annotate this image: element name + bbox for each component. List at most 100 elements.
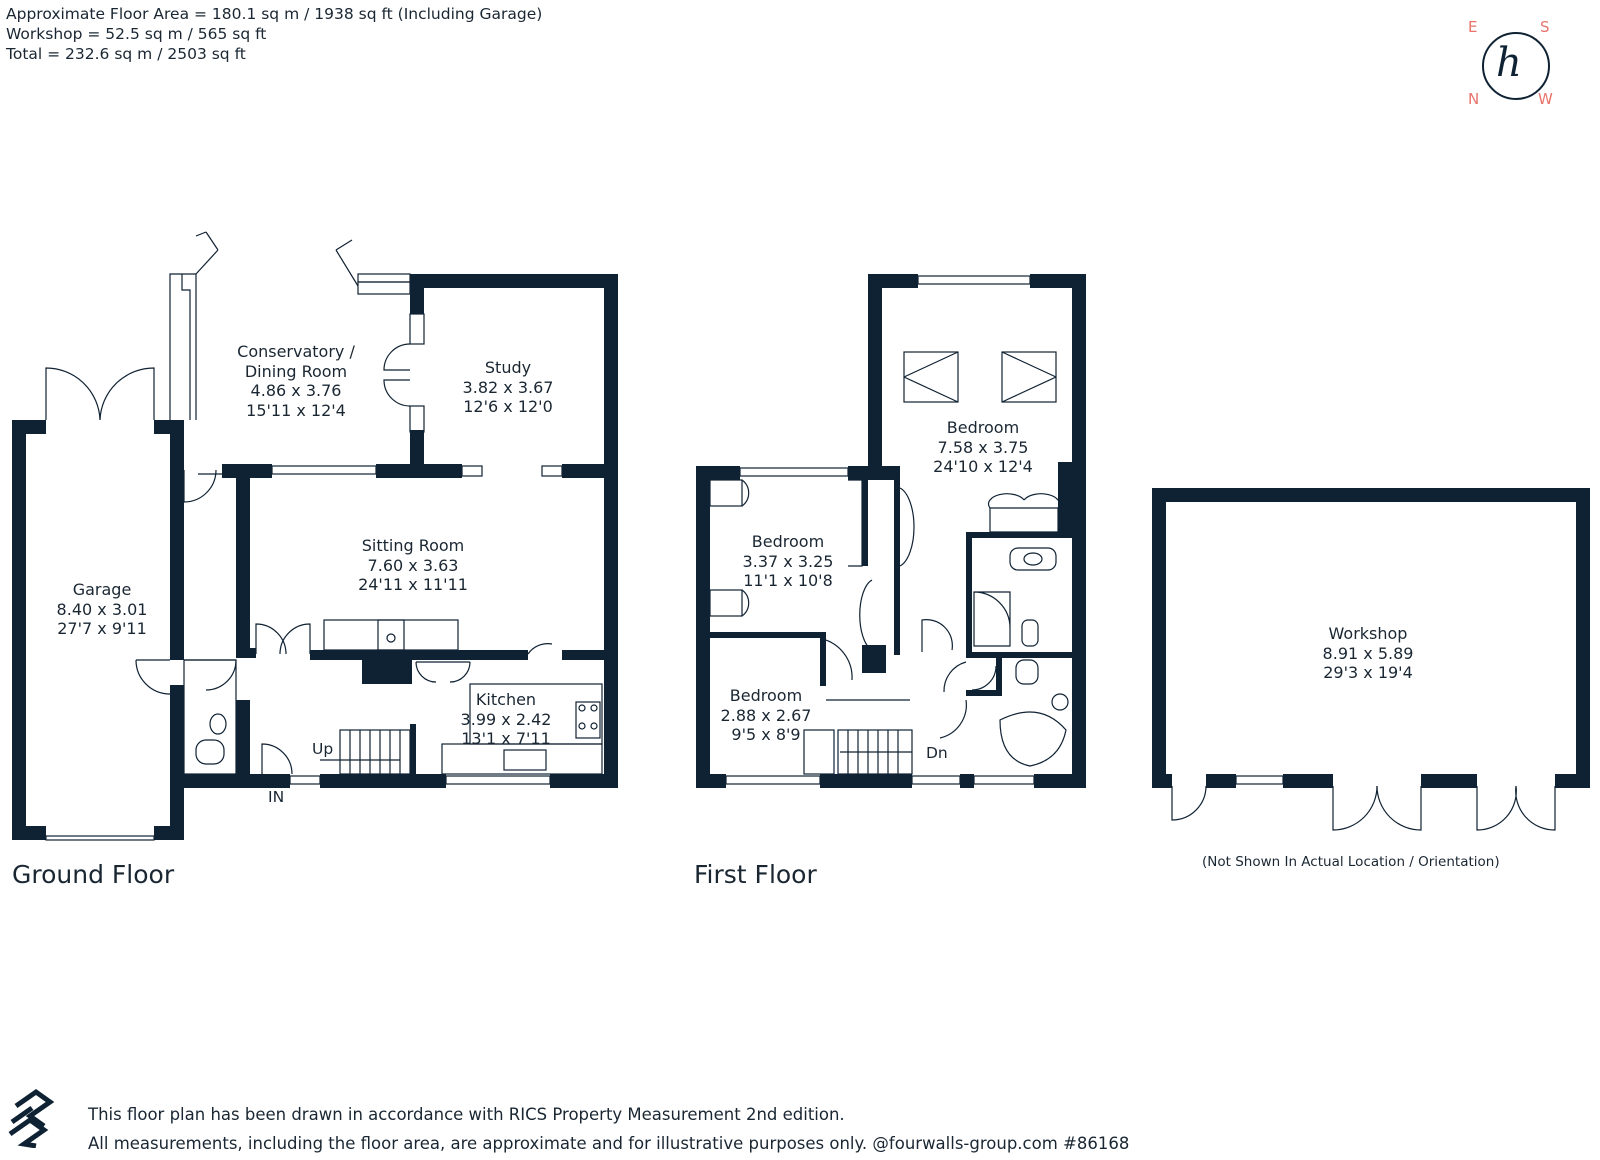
footer-line-1: This floor plan has been drawn in accord… (88, 1105, 845, 1124)
room-metric: 8.91 x 5.89 (1322, 643, 1414, 663)
room-imperial: 27'7 x 9'11 (57, 619, 147, 638)
area-line-workshop: Workshop = 52.5 sq m / 565 sq ft (6, 25, 267, 43)
garage-label: Garage 8.40 x 3.01 27'7 x 9'11 (57, 580, 148, 639)
study-wall-left-top (410, 274, 424, 314)
room-imperial: 24'10 x 12'4 (933, 457, 1033, 476)
sitting-wall-top-right (562, 464, 618, 478)
ff-bed3-wall-top (710, 632, 826, 638)
room-name: Conservatory / (237, 342, 355, 361)
compass-n: N (1468, 90, 1480, 108)
room-name: Bedroom (946, 418, 1020, 437)
garage-wall-bottom-right (154, 826, 184, 840)
workshop-wall-left (1152, 488, 1166, 788)
sitting-wall-bottom-left (236, 648, 256, 658)
first-floor-title: First Floor (694, 860, 817, 889)
ff-ensuite-wall-top (966, 532, 1072, 538)
room-imperial: 11'1 x 10'8 (743, 571, 833, 590)
compass-logo: E S N W h (1468, 18, 1594, 112)
ff-wall-right (1072, 274, 1086, 788)
ff-wall-left (696, 466, 710, 788)
room-name: Bedroom (751, 532, 825, 551)
stairs-up-label: Up (312, 740, 334, 758)
room-imperial: 29'3 x 19'4 (1323, 663, 1413, 682)
workshop-wall-right (1576, 488, 1590, 788)
ff-bed1-wall-left (868, 274, 882, 480)
stair-wall (410, 724, 416, 774)
room-name: Garage (72, 580, 132, 599)
garage-wall-right-upper (170, 420, 184, 660)
room-metric: 7.58 x 3.75 (937, 437, 1029, 457)
kitchen-label: Kitchen 3.99 x 2.42 13'1 x 7'11 (461, 690, 552, 749)
compass-s: S (1540, 18, 1550, 36)
footer-line-2: All measurements, including the floor ar… (88, 1134, 1130, 1153)
workshop-wall-bottom-4 (1421, 774, 1477, 788)
room-name: Study (484, 358, 532, 377)
fourwalls-logo-icon (8, 1088, 55, 1148)
room-imperial: 24'11 x 11'11 (358, 575, 468, 594)
kitchen-wall-bottom-right (550, 774, 618, 788)
room-name: Kitchen (475, 690, 537, 709)
entrance-label: IN (268, 788, 285, 806)
ff-ensuite-wall-left (966, 532, 972, 652)
bedroom-3-label: Bedroom 2.88 x 2.67 9'5 x 8'9 (721, 686, 812, 745)
chimney-block (362, 656, 412, 684)
area-line-total-floor: Approximate Floor Area = 180.1 sq m / 19… (6, 5, 543, 23)
workshop-label: Workshop 8.91 x 5.89 29'3 x 19'4 (1323, 624, 1414, 683)
garage-wall-left (12, 420, 26, 840)
compass-e: E (1468, 18, 1478, 36)
workshop-wall-bottom-2 (1206, 774, 1236, 788)
ff-wall-bottom-right (1034, 774, 1086, 788)
sitting-wall-bottom-right (562, 650, 618, 660)
ff-bed1-wall-right-stub (1058, 462, 1072, 536)
room-name: Sitting Room (361, 536, 465, 555)
room-metric: 3.99 x 2.42 (460, 709, 552, 729)
room-metric: 3.82 x 3.67 (462, 377, 554, 397)
room-name: Bedroom (729, 686, 803, 705)
room-imperial: 12'6 x 12'0 (463, 397, 553, 416)
room-metric: 7.60 x 3.63 (367, 555, 459, 575)
sitting-wall-top-mid (376, 464, 462, 478)
ff-bed2-wall-top-right (848, 466, 900, 480)
hall-wall-left (236, 700, 250, 788)
room-metric: 8.40 x 3.01 (56, 599, 148, 619)
room-imperial: 13'1 x 7'11 (461, 729, 551, 748)
conservatory-label: Conservatory / Dining Room 4.86 x 3.76 1… (237, 342, 355, 420)
room-name: Workshop (1328, 624, 1408, 643)
room-imperial: 15'11 x 12'4 (246, 400, 346, 420)
ff-wall-bottom-mid2 (960, 774, 974, 788)
ff-wall-bottom-left (696, 774, 726, 788)
ff-landing-wall (894, 480, 900, 655)
garage-wall-top-left (12, 420, 46, 434)
room-name-2: Dining Room (244, 361, 348, 381)
compass-circle-icon (1482, 32, 1550, 100)
floor-area-summary: Approximate Floor Area = 180.1 sq m / 19… (6, 4, 542, 64)
room-metric: 3.37 x 3.25 (742, 551, 834, 571)
main-bedroom-label: Bedroom 7.58 x 3.75 24'10 x 12'4 (933, 418, 1033, 477)
kitchen-wall-bottom-left (320, 774, 446, 788)
sitting-wall-left (236, 464, 250, 656)
ground-floor-title: Ground Floor (12, 860, 175, 889)
garage-wall-bottom-left (12, 826, 46, 840)
study-label: Study 3.82 x 3.67 12'6 x 12'0 (463, 358, 554, 417)
workshop-wall-bottom-5 (1555, 774, 1590, 788)
stairs-down-label: Dn (926, 744, 948, 762)
house-wall-right (604, 274, 618, 788)
workshop-wall-bottom-3 (1283, 774, 1333, 788)
ff-bath-wall-mid (996, 652, 1002, 696)
footer-disclaimer: This floor plan has been drawn in accord… (88, 1100, 1129, 1158)
sitting-room-label: Sitting Room 7.60 x 3.63 24'11 x 11'11 (358, 536, 468, 595)
sitting-wall-bottom-mid (310, 650, 528, 660)
ff-wall-bottom-mid (820, 774, 912, 788)
workshop-wall-top (1152, 488, 1590, 502)
compass-letter: h (1496, 40, 1522, 86)
hall-wall-bottom (226, 774, 290, 788)
ff-bed3-wall-right (820, 632, 826, 686)
room-imperial: 9'5 x 8'9 (731, 725, 801, 744)
room-metric: 4.86 x 3.76 (250, 381, 342, 400)
bedroom-2-label: Bedroom 3.37 x 3.25 11'1 x 10'8 (743, 532, 834, 591)
ff-bath-wall-stub (966, 690, 1002, 696)
workshop-location-note: (Not Shown In Actual Location / Orientat… (1202, 854, 1500, 870)
room-metric: 2.88 x 2.67 (720, 705, 812, 725)
ff-chimney (862, 645, 886, 673)
